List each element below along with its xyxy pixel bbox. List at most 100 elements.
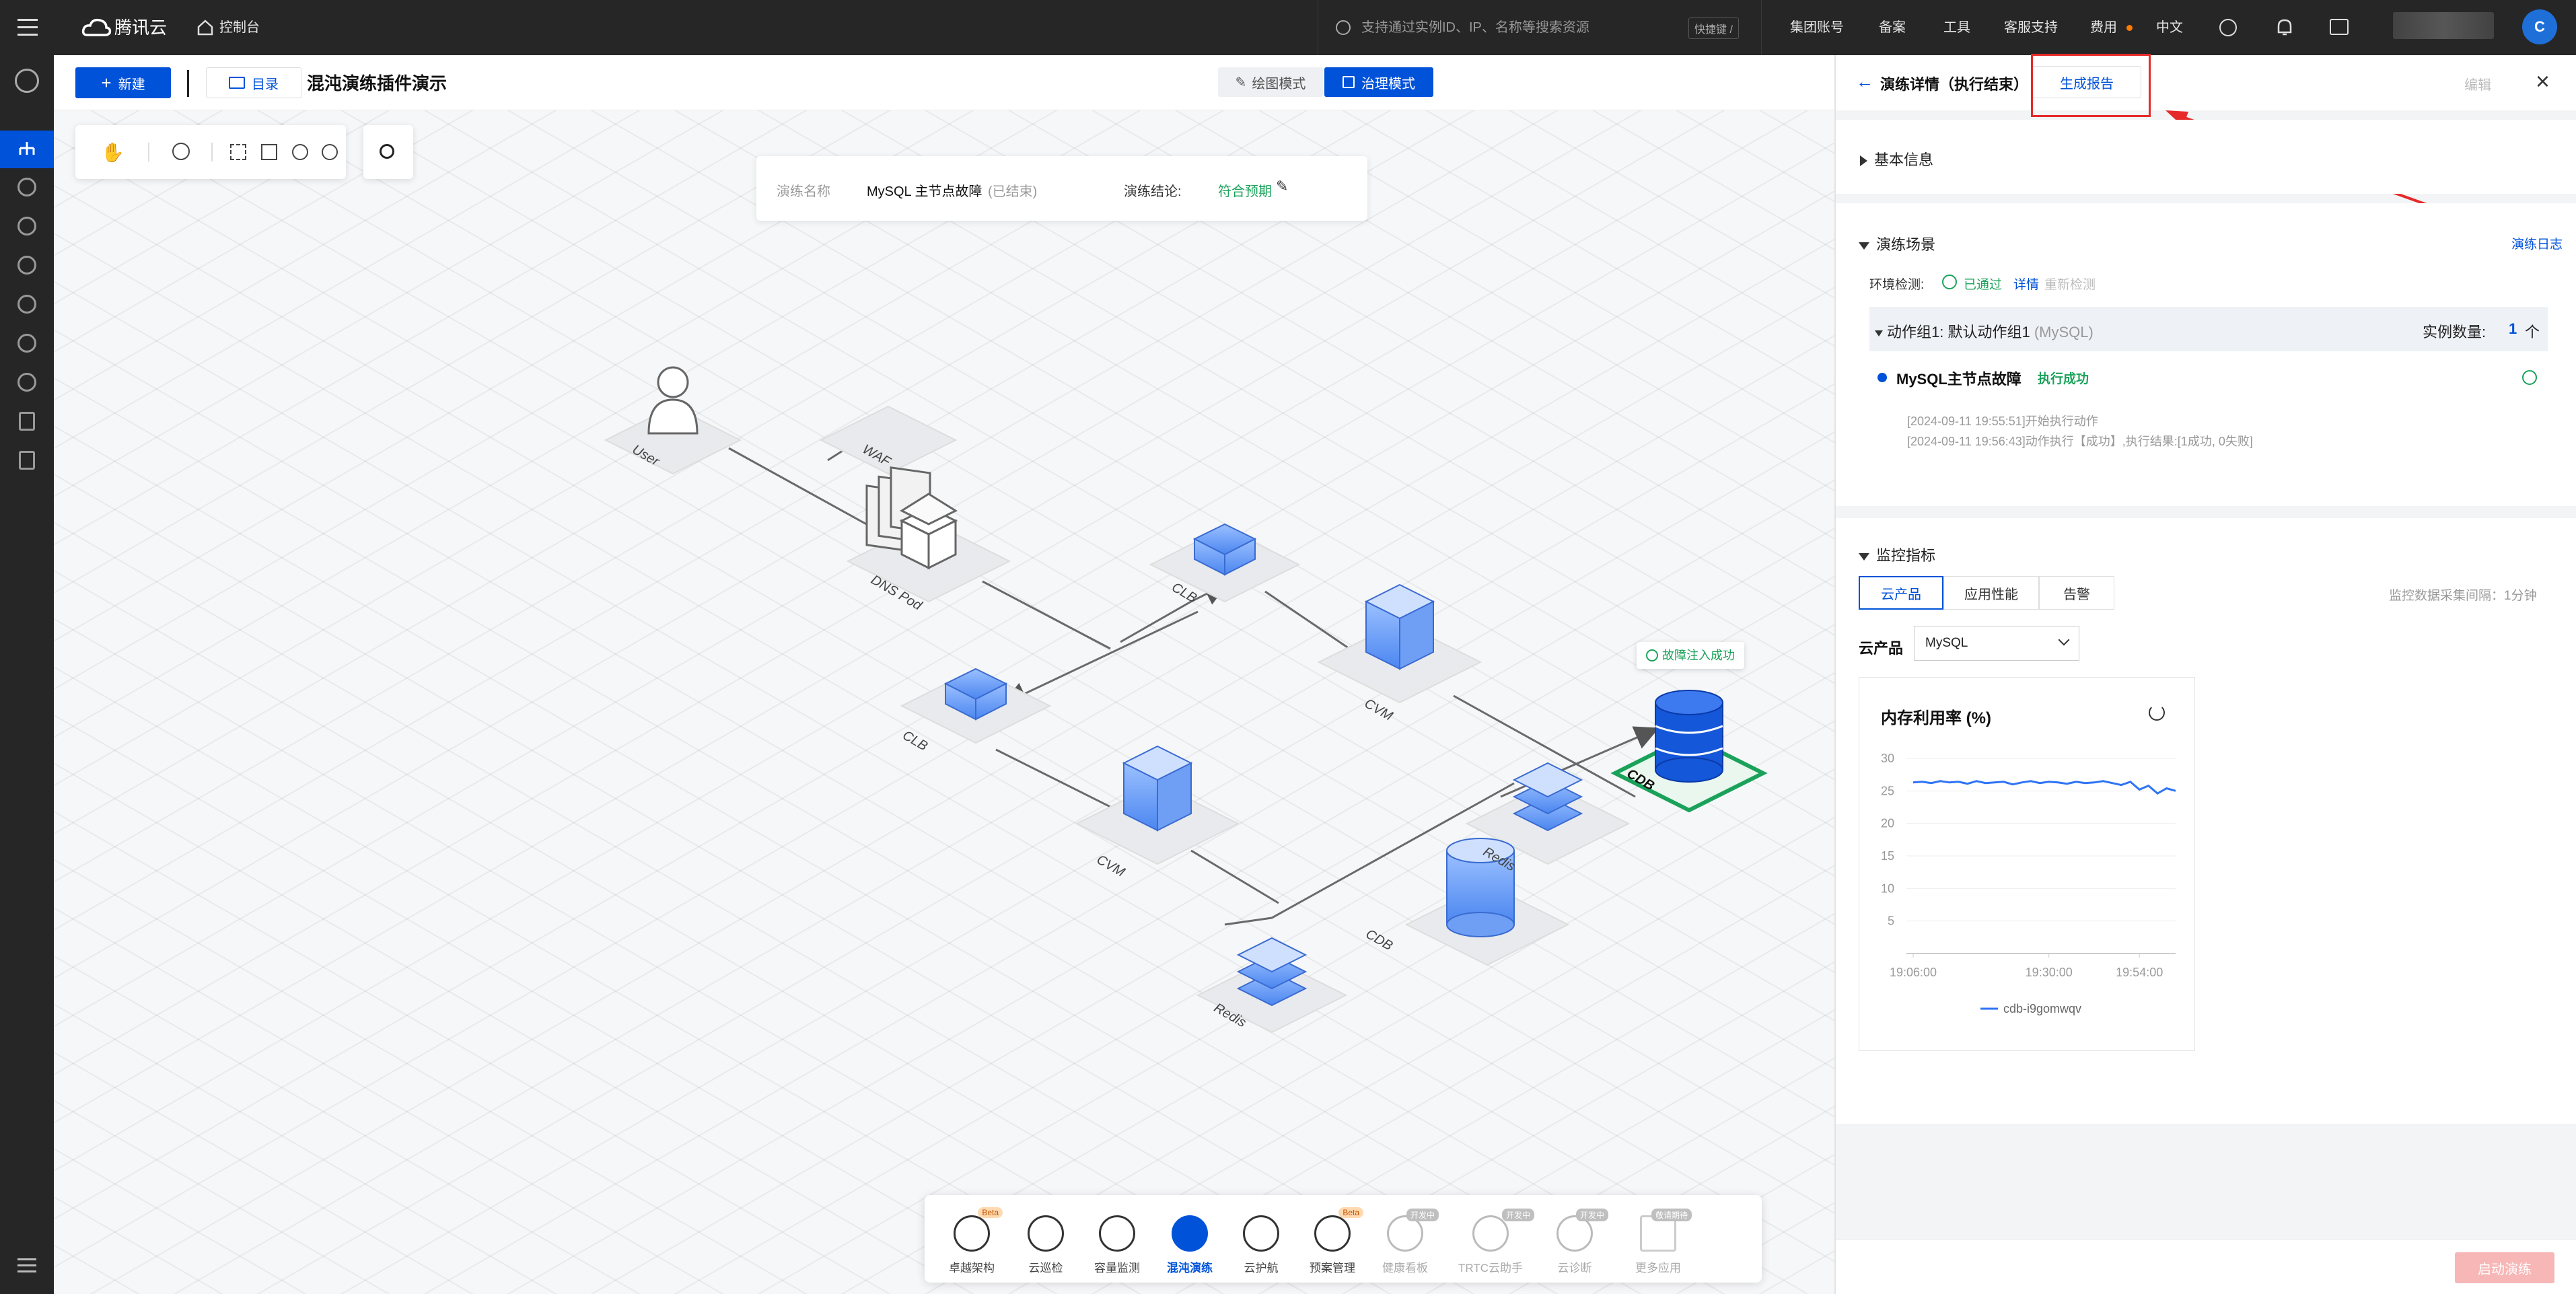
dock-item-escort[interactable]: 云护航	[1227, 1215, 1295, 1275]
basic-info-section[interactable]: 基本信息	[1836, 120, 2576, 194]
architecture-canvas[interactable]: ✋ 演练名称 MySQL 主节点故障 (已结束) 演练结论: 符合预期 ✎	[54, 110, 1834, 1294]
drill-detail-panel: ← 演练详情（执行结束） 生成报告 编辑 × 基本信息 演练场景 演练日志 环境…	[1834, 54, 2576, 1294]
topology-icon	[19, 142, 35, 155]
home-icon[interactable]	[196, 19, 214, 36]
nav-group-account[interactable]: 集团账号	[1790, 20, 1844, 35]
hand-pan-icon[interactable]: ✋	[101, 142, 124, 163]
link-icon[interactable]	[172, 143, 190, 160]
tab-app-performance[interactable]: 应用性能	[1943, 576, 2039, 610]
nav-tools[interactable]: 工具	[1943, 20, 1970, 35]
panel-footer: 启动演练	[1836, 1239, 2576, 1294]
account-name-masked[interactable]	[2393, 12, 2494, 39]
zoom-out-icon[interactable]	[292, 144, 308, 160]
avatar[interactable]: C	[2522, 9, 2557, 44]
tab-cloud-product[interactable]: 云产品	[1859, 576, 1943, 610]
nav-icon-7[interactable]	[17, 373, 36, 392]
fault-injection-badge: 故障注入成功	[1637, 642, 1744, 669]
grid-apps-icon	[1640, 1215, 1676, 1252]
billing-dot	[2126, 25, 2133, 31]
nav-icon-6[interactable]	[17, 334, 36, 353]
search-icon	[380, 144, 394, 159]
document-icon[interactable]	[19, 412, 35, 431]
drill-log-link[interactable]: 演练日志	[2511, 238, 2563, 252]
user-circle-icon[interactable]	[15, 69, 39, 93]
nav-billing[interactable]: 费用	[2090, 20, 2117, 35]
console-link[interactable]: 控制台	[219, 20, 260, 35]
action-dot	[1877, 373, 1887, 382]
directory-button[interactable]: 目录	[206, 67, 301, 98]
edit-conclusion-icon[interactable]: ✎	[1276, 178, 1289, 194]
y-tick-label: 5	[1888, 914, 1894, 928]
instance-count: 1	[2509, 320, 2517, 337]
dock-item-chaos[interactable]: 混沌演练	[1156, 1215, 1223, 1275]
edit-link: 编辑	[2464, 78, 2491, 93]
bell-icon[interactable]	[2276, 17, 2293, 38]
dock-item-capacity[interactable]: 容量监测	[1083, 1215, 1151, 1275]
product-select[interactable]: MySQL	[1914, 626, 2079, 661]
scene-title[interactable]: 演练场景	[1859, 233, 1935, 254]
env-detail-link[interactable]: 详情	[2013, 278, 2040, 292]
nav-icon-5[interactable]	[17, 295, 36, 314]
y-tick-label: 10	[1881, 882, 1894, 895]
nav-language[interactable]: 中文	[2156, 20, 2183, 35]
canvas-tools: ✋	[75, 125, 346, 179]
new-button[interactable]: +新建	[75, 67, 171, 98]
search-box[interactable]: 支持通过实例ID、IP、名称等搜索资源 快捷键 /	[1318, 0, 1762, 55]
close-icon[interactable]: ×	[2536, 67, 2550, 95]
collapse-menu-icon[interactable]	[17, 1258, 36, 1273]
legend-label: cdb-i9gomwqv	[2003, 1002, 2081, 1015]
nav-icon-3[interactable]	[17, 217, 36, 236]
start-button-label: 启动演练	[2478, 1262, 2532, 1277]
tool-icon[interactable]	[19, 451, 35, 470]
top-bar: 腾讯云 控制台 支持通过实例ID、IP、名称等搜索资源 快捷键 / 集团账号 备…	[0, 0, 2576, 55]
tab-alarm[interactable]: 告警	[2039, 576, 2114, 610]
dock-item-inspection[interactable]: 云巡检	[1012, 1215, 1079, 1275]
instance-unit: 个	[2525, 324, 2540, 340]
series-line	[1912, 780, 2176, 795]
govern-mode-button[interactable]: 治理模式	[1324, 67, 1433, 97]
canvas-search-button[interactable]	[363, 125, 413, 179]
nav-support[interactable]: 客服支持	[2004, 20, 2058, 35]
fault-badge-label: 故障注入成功	[1662, 649, 1735, 662]
beta-badge: Beta	[1338, 1207, 1363, 1218]
cloud-logo-icon[interactable]	[81, 16, 112, 39]
expand-arrow-icon	[1860, 155, 1867, 167]
monitor-title-label: 监控指标	[1876, 547, 1936, 564]
nav-icp[interactable]: 备案	[1879, 20, 1906, 35]
dock-label: 云巡检	[1028, 1262, 1063, 1274]
palette-divider	[148, 143, 149, 161]
product-label: 云产品	[1859, 640, 1904, 657]
message-icon[interactable]	[2330, 19, 2349, 35]
dock-item-plan[interactable]: 预案管理 Beta	[1299, 1207, 1366, 1275]
topology-graph	[604, 366, 1768, 1034]
generate-report-button[interactable]: 生成报告	[2032, 66, 2141, 98]
y-tick-label: 25	[1881, 784, 1894, 797]
y-tick-label: 20	[1881, 817, 1894, 830]
nav-icon-4[interactable]	[17, 256, 36, 275]
check-circle-icon	[1942, 275, 1957, 289]
fullscreen-icon[interactable]	[261, 144, 277, 160]
compass-icon[interactable]	[2219, 19, 2237, 36]
left-sidebar	[0, 55, 54, 1294]
hamburger-menu-icon[interactable]	[17, 19, 38, 36]
architecture-nav-item[interactable]	[0, 131, 54, 168]
monitor-section: 监控指标 云产品 应用性能 告警 监控数据采集间隔：1分钟 云产品 MySQL …	[1836, 518, 2576, 1124]
env-recheck-link[interactable]: 重新检测	[2044, 278, 2096, 292]
action-group-row[interactable]: 动作组1: 默认动作组1 (MySQL) 实例数量: 1 个	[1869, 307, 2548, 351]
dock-item-diagnosis: 云诊断开发中	[1541, 1209, 1608, 1275]
nav-icon-2[interactable]	[17, 178, 36, 196]
panel-title: 演练详情（执行结束）	[1880, 76, 2029, 93]
directory-label: 目录	[252, 77, 279, 92]
action-group-label: 动作组1: 默认动作组1 (MySQL)	[1875, 320, 2094, 342]
conclusion-value: 符合预期	[1218, 184, 1272, 199]
basic-info-title: 基本信息	[1860, 148, 1933, 170]
zoom-in-icon[interactable]	[322, 144, 338, 160]
dock-label: 预案管理	[1310, 1262, 1355, 1274]
back-arrow-icon[interactable]: ←	[1856, 71, 1873, 92]
brand-name[interactable]: 腾讯云	[114, 17, 168, 38]
monitor-title[interactable]: 监控指标	[1859, 544, 1935, 565]
fit-view-icon[interactable]	[230, 144, 246, 160]
draw-mode-button[interactable]: ✎绘图模式	[1218, 67, 1323, 97]
refresh-icon[interactable]	[2149, 705, 2165, 721]
